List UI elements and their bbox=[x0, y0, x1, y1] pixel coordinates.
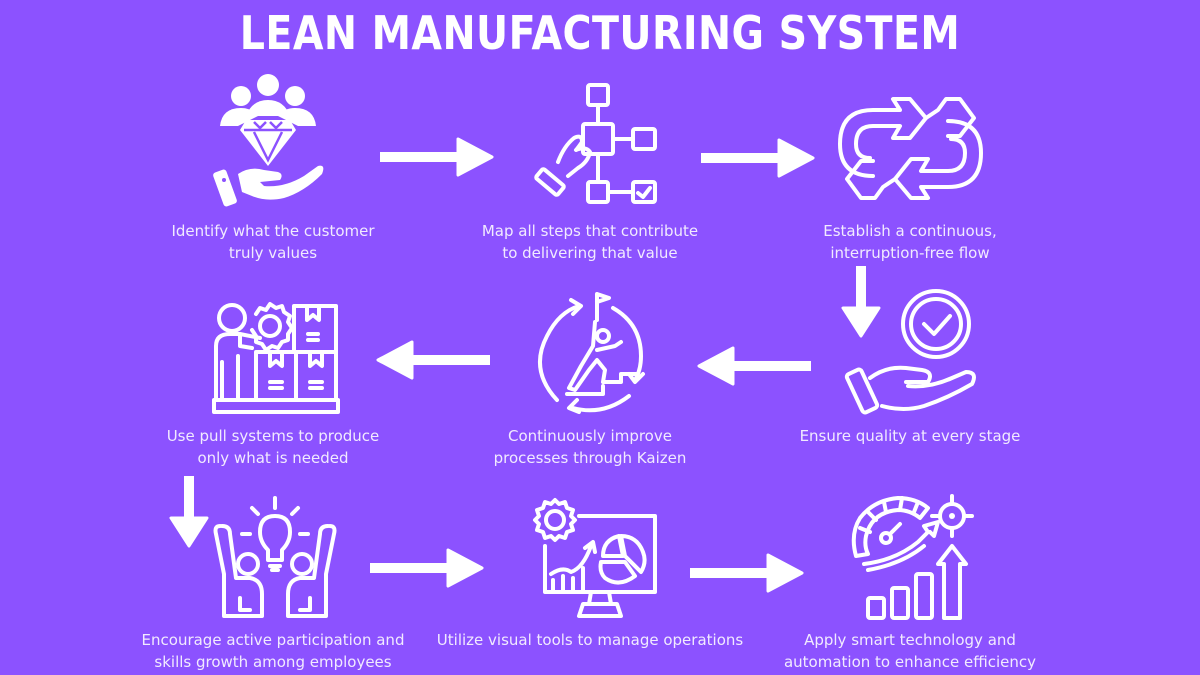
value-stream-map-icon bbox=[534, 82, 658, 207]
step-caption-4: Ensure quality at every stage bbox=[799, 427, 1021, 445]
arrow-right-icon bbox=[701, 138, 816, 178]
step-caption-2: Map all steps that contribute to deliver… bbox=[481, 222, 699, 262]
page-title: LEAN MANUFACTURING SYSTEM bbox=[239, 6, 961, 60]
smart-automation-icon bbox=[846, 494, 976, 620]
arrow-down-icon bbox=[840, 266, 882, 340]
arrow-right-icon bbox=[690, 553, 805, 593]
continuous-flow-icon bbox=[838, 96, 983, 201]
employee-participation-icon bbox=[210, 494, 340, 619]
kaizen-icon bbox=[537, 290, 647, 415]
arrow-left-icon bbox=[696, 346, 811, 386]
step-caption-6: Use pull systems to produce only what is… bbox=[166, 427, 380, 467]
step-caption-3: Establish a continuous, interruption-fre… bbox=[823, 222, 997, 262]
step-caption-9: Apply smart technology and automation to… bbox=[783, 631, 1037, 671]
arrow-right-icon bbox=[370, 548, 485, 588]
visual-management-icon bbox=[527, 496, 659, 620]
step-caption-7: Encourage active participation and skill… bbox=[141, 631, 405, 671]
customer-value-icon bbox=[208, 70, 328, 207]
step-caption-8: Utilize visual tools to manage operation… bbox=[436, 631, 744, 649]
arrow-right-icon bbox=[380, 137, 495, 177]
arrow-down-icon bbox=[168, 476, 210, 550]
quality-check-icon bbox=[844, 289, 978, 420]
pull-system-icon bbox=[212, 300, 342, 415]
arrow-left-icon bbox=[375, 340, 490, 380]
step-caption-1: Identify what the customer truly values bbox=[171, 222, 375, 262]
step-caption-5: Continuously improve processes through K… bbox=[493, 427, 687, 467]
